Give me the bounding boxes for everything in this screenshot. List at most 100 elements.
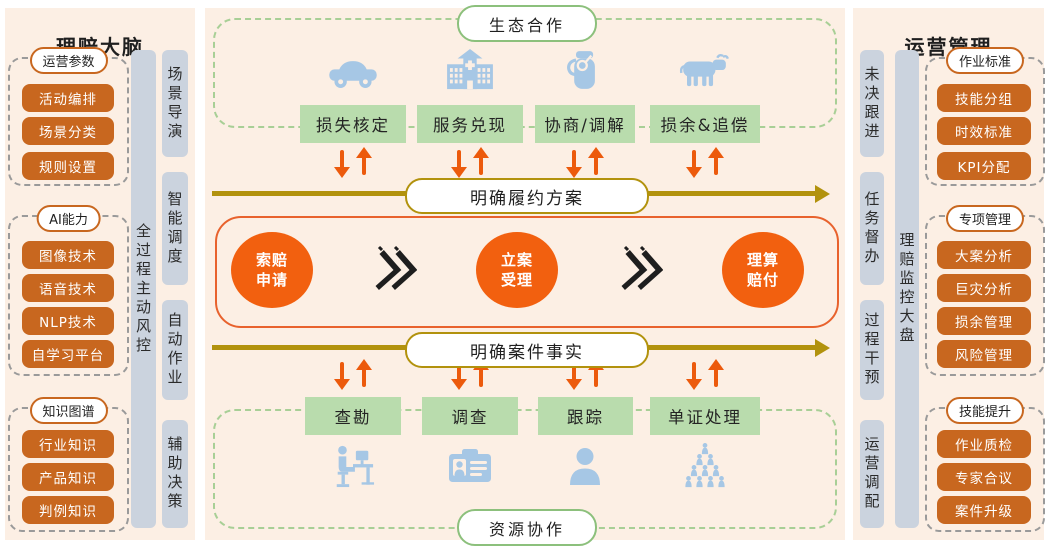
down-arrow-icon [692,362,696,387]
up-arrow-icon [594,150,598,175]
down-arrow-icon [572,362,576,387]
section-header-skill-improvement: 技能提升 [945,397,1025,424]
flow-arrows-pair [430,150,510,175]
section-special-management: 专项管理 大案分析 巨灾分析 损余管理 风险管理 [925,205,1045,376]
down-arrow-icon [457,150,461,175]
up-arrow-icon [362,362,366,387]
brain-item-product-knowledge: 产品知识 [22,463,114,491]
control-bar-operation-allocation: 运营调配 [860,420,884,528]
flow-bar-auto-work: 自动作业 [162,300,188,400]
ops-item-salvage-management: 损余管理 [937,307,1031,335]
ops-item-expert-deliberation: 专家合议 [937,463,1031,491]
section-work-standard: 作业标准 技能分组 时效标准 KPI分配 [925,47,1045,186]
ops-item-kpi-allocation: KPI分配 [937,152,1031,180]
section-knowledge-graph: 知识图谱 行业知识 产品知识 判例知识 [8,397,129,532]
brain-item-activity-arrange: 活动编排 [22,84,114,112]
eco-box-salvage-recovery: 损余&追偿 [650,105,760,143]
claims-brain-panel: 理赔大脑 运营参数 活动编排 场景分类 规则设置 AI能力 图像技术 语音技术 … [5,8,195,540]
team-icon-wrap [683,442,727,490]
brain-item-rule-setting: 规则设置 [22,152,114,180]
resource-collaboration-pill: 资源协作 [457,509,597,546]
ops-item-skill-grouping: 技能分组 [937,84,1031,112]
up-arrow-icon [479,150,483,175]
task-box-tracking: 跟踪 [538,397,633,435]
ops-item-time-standard: 时效标准 [937,117,1031,145]
person-icon-wrap [568,447,602,485]
milk-can-icon [567,51,595,89]
id-card-icon-wrap [447,448,493,484]
down-arrow-icon [457,362,461,387]
case-fact-pill: 明确案件事实 [405,332,649,368]
flow-arrows-pair [665,150,745,175]
section-skill-improvement: 技能提升 作业质检 专家合议 案件升级 [925,397,1045,532]
process-panel: 生态合作 [205,5,845,546]
hospital-icon-wrap [445,49,495,91]
risk-control-bar: 全过程主动风控 [131,50,156,528]
up-arrow-icon [714,362,718,387]
cow-icon [679,54,729,87]
brain-item-scene-classify: 场景分类 [22,117,114,145]
flow-arrows-pair [665,362,745,387]
flow-bar-smart-dispatch: 智能调度 [162,172,188,285]
eco-box-negotiation-mediation: 协商/调解 [535,105,635,143]
claims-monitor-dashboard-bar: 理赔监控大盘 [895,50,919,528]
eco-box-loss-assessment: 损失核定 [300,105,406,143]
flow-arrows-pair [313,150,393,175]
control-bar-process-intervention: 过程干预 [860,300,884,400]
up-arrow-icon [479,362,483,387]
double-chevron-icon [617,241,664,303]
car-icon-wrap [326,55,380,89]
fulfillment-plan-pill: 明确履约方案 [405,178,649,214]
section-header-knowledge-graph: 知识图谱 [29,397,108,424]
up-arrow-icon [594,362,598,387]
section-header-ai-capability: AI能力 [36,205,101,232]
flow-arrows-pair [545,150,625,175]
step-claim-application: 索赔 申请 [231,232,313,308]
step-text-line: 理算 [746,250,779,269]
step-text-line: 申请 [255,271,288,289]
up-arrow-icon [714,150,718,175]
car-icon [329,61,377,88]
task-box-document-processing: 单证处理 [650,397,760,435]
brain-item-industry-knowledge: 行业知识 [22,430,114,458]
surveyor-desk-icon [336,445,375,488]
ops-item-work-quality-check: 作业质检 [937,430,1031,458]
double-chevron-icon [371,241,418,303]
flow-arrows-pair [545,362,625,387]
up-arrow-icon [362,150,366,175]
brain-item-self-learning: 自学习平台 [22,340,114,368]
core-process-frame [215,216,839,328]
milk-can-icon-wrap [567,49,603,91]
step-text-line: 赔付 [746,271,779,289]
down-arrow-icon [572,150,576,175]
id-card-icon [449,449,491,482]
surveyor-desk-icon-wrap [330,444,376,488]
section-operation-params: 运营参数 活动编排 场景分类 规则设置 [8,47,129,186]
ops-item-case-escalation: 案件升级 [937,496,1031,524]
brain-item-image-tech: 图像技术 [22,241,114,269]
operation-management-panel: 运营管理 未决跟进 任务督办 过程干预 运营调配 理赔监控大盘 作业标准 技能分… [853,8,1045,540]
hospital-icon [447,49,493,90]
task-box-investigation: 调查 [422,397,518,435]
section-header-work-standard: 作业标准 [945,47,1025,74]
brain-item-speech-tech: 语音技术 [22,274,114,302]
down-arrow-icon [692,150,696,175]
control-bar-pending-followup: 未决跟进 [860,50,884,157]
brain-item-nlp-tech: NLP技术 [22,307,114,335]
person-icon [570,448,600,485]
team-icon [685,442,725,488]
brain-item-case-knowledge: 判例知识 [22,496,114,524]
flow-bar-assist-decision: 辅助决策 [162,420,188,528]
ops-item-risk-management: 风险管理 [937,340,1031,368]
ops-item-major-case-analysis: 大案分析 [937,241,1031,269]
control-bar-task-supervision: 任务督办 [860,172,884,285]
step-case-registration: 立案 受理 [476,232,558,308]
section-ai-capability: AI能力 图像技术 语音技术 NLP技术 自学习平台 [8,205,129,376]
flow-arrows-pair [430,362,510,387]
section-header-special-management: 专项管理 [945,205,1025,232]
task-box-survey: 查勘 [305,397,401,435]
flow-arrows-pair [313,362,393,387]
down-arrow-icon [340,150,344,175]
eco-cooperation-pill: 生态合作 [457,5,597,42]
